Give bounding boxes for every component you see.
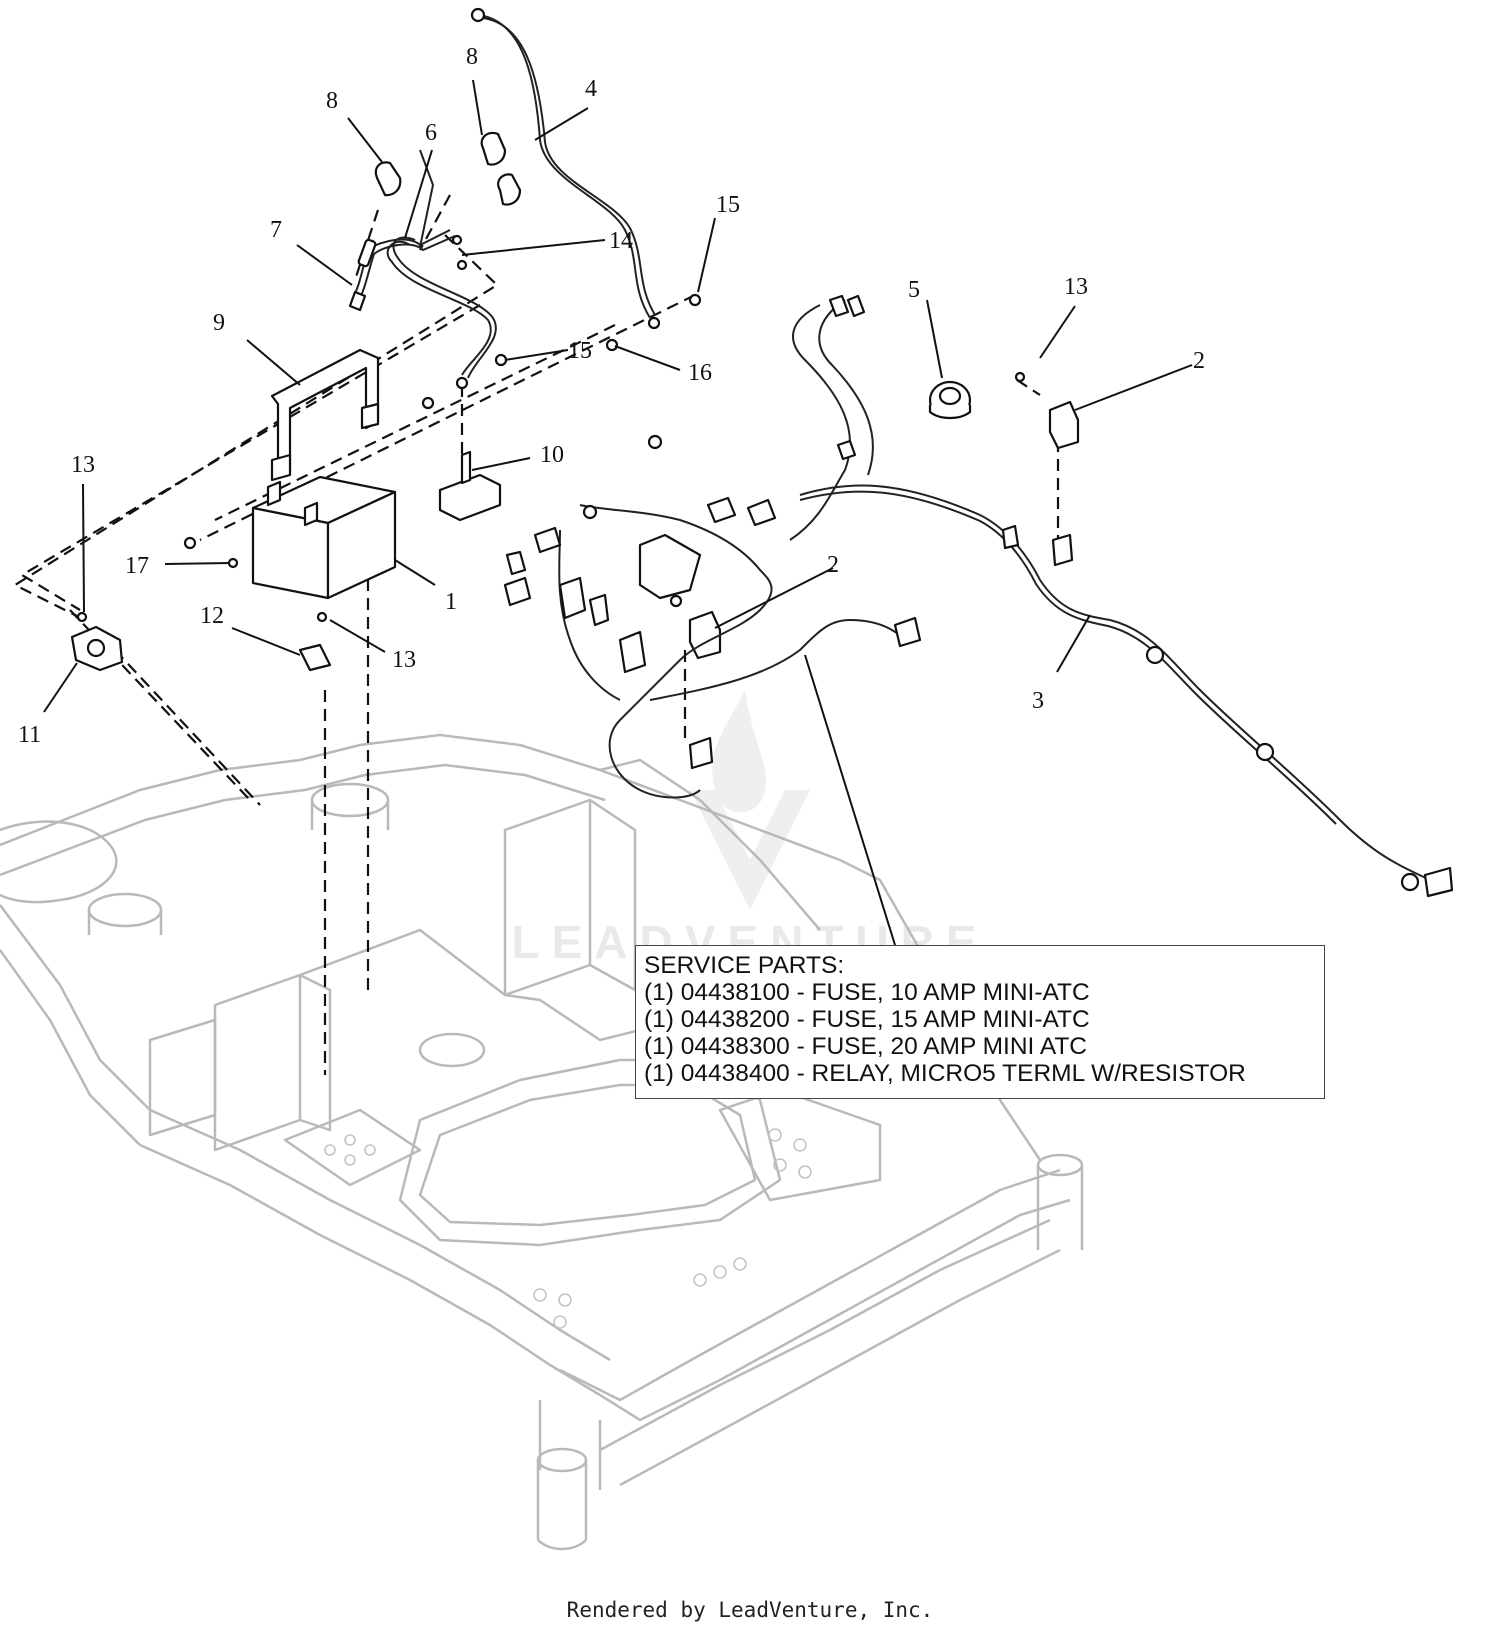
battery <box>251 475 397 600</box>
callout-17: 17 <box>125 553 149 579</box>
power-outlet <box>928 380 972 420</box>
service-part-item: (1) 04438100 - FUSE, 10 AMP MINI-ATC <box>644 979 1090 1006</box>
render-credit: Rendered by LeadVenture, Inc. <box>566 1598 934 1622</box>
callout-13a: 13 <box>1064 274 1088 300</box>
callout-15b: 15 <box>568 338 592 364</box>
callout-10: 10 <box>540 442 564 468</box>
battery-hold-down <box>270 348 380 482</box>
starter-solenoid <box>70 611 124 672</box>
callout-1: 1 <box>445 589 457 615</box>
service-parts-box: SERVICE PARTS: (1) 04438100 - FUSE, 10 A… <box>635 945 1325 1099</box>
callout-16: 16 <box>688 360 712 386</box>
callout-12: 12 <box>200 603 224 629</box>
callout-3: 3 <box>1032 688 1044 714</box>
battery-cables <box>348 7 656 379</box>
callout-11: 11 <box>18 722 41 748</box>
ground-clip <box>183 371 1026 672</box>
service-part-item: (1) 04438400 - RELAY, MICRO5 TERML W/RES… <box>644 1060 1246 1087</box>
callout-13b: 13 <box>392 647 416 673</box>
callout-4: 5 <box>908 277 920 303</box>
callout-8b: 8 <box>326 88 338 114</box>
callout-2b: 2 <box>827 552 839 578</box>
callout-5: 4 <box>585 76 597 102</box>
callout-13c: 13 <box>71 452 95 478</box>
fuse-holder <box>438 450 502 522</box>
callout-numbers: 4 8 8 6 7 14 15 15 16 9 10 5 13 2 2 3 1 … <box>18 44 1205 748</box>
service-part-item: (1) 04438300 - FUSE, 20 AMP MINI ATC <box>644 1033 1087 1060</box>
callout-6: 6 <box>425 120 437 146</box>
leader-lines <box>43 79 1193 946</box>
chassis-frame <box>0 733 1084 1551</box>
callout-2a: 2 <box>1193 348 1205 374</box>
callout-7: 7 <box>270 217 282 243</box>
callout-9: 9 <box>213 310 225 336</box>
hardware <box>421 234 702 410</box>
service-part-item: (1) 04438200 - FUSE, 15 AMP MINI-ATC <box>644 1006 1090 1033</box>
terminal-boots <box>374 131 522 206</box>
callout-14: 14 <box>609 228 633 254</box>
callout-15a: 15 <box>716 192 740 218</box>
callout-8a: 8 <box>466 44 478 70</box>
service-parts-heading: SERVICE PARTS: <box>644 952 845 979</box>
wiring-harness <box>503 294 1454 898</box>
